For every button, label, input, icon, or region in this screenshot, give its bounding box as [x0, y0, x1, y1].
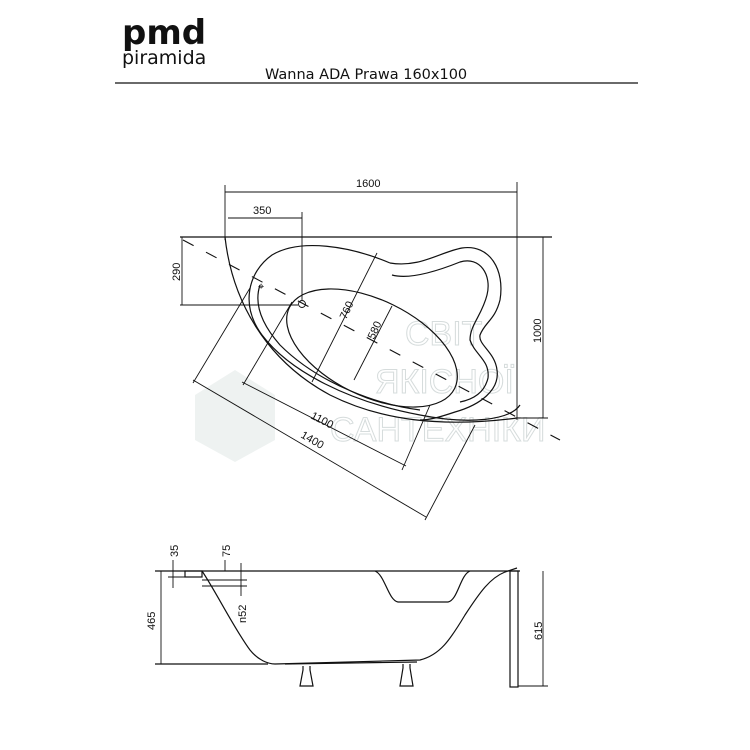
dim-basin-width-outer: 760: [338, 300, 357, 322]
dim-drain-y: 290: [171, 263, 183, 281]
dim-rim-thickness: 35: [169, 545, 181, 557]
dim-depth: 1000: [532, 319, 544, 343]
dim-drain-x: 350: [253, 205, 271, 217]
dim-basin-width-inner: 580: [366, 320, 385, 342]
brand-subtitle: piramida: [122, 47, 206, 69]
page-title: Wanna ADA Prawa 160x100: [265, 67, 467, 83]
dim-basin-length-outer: 1400: [299, 429, 326, 452]
watermark-line-1: СВІТ: [405, 315, 482, 353]
drain-icon: [298, 300, 306, 308]
top-view: 1600 350 290 1000 ⌖ 760 580: [171, 178, 561, 521]
dim-overflow-offset: 75: [221, 545, 233, 557]
leg-icon: [299, 666, 314, 687]
dim-width: 1600: [356, 178, 380, 190]
side-view: 465 35 75 n52 615: [146, 545, 548, 688]
dim-tub-height: 465: [146, 612, 158, 630]
watermark-logo-icon: [195, 370, 275, 462]
leg-icon: [399, 664, 414, 687]
brand-logo: pmd: [122, 13, 206, 53]
watermark-line-2: ЯКІСНОЇ: [375, 363, 514, 401]
dim-total-height: 615: [533, 622, 545, 640]
dim-overflow-diameter: n52: [237, 605, 249, 623]
overflow-symbol: ⌖: [258, 281, 264, 293]
